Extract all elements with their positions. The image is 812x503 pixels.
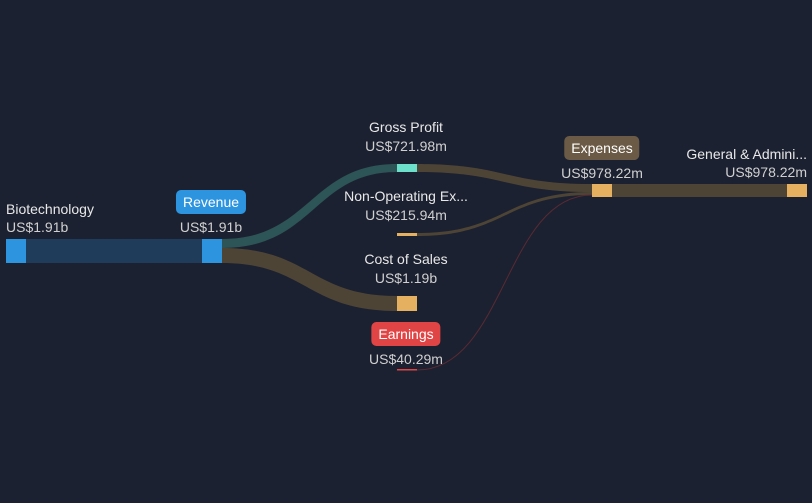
gross-profit-value: US$721.98m bbox=[365, 138, 447, 154]
node-biotechnology[interactable] bbox=[6, 239, 26, 263]
earnings-badge: Earnings bbox=[371, 322, 441, 346]
link-non-operating-expenses bbox=[417, 192, 592, 236]
node-revenue[interactable] bbox=[202, 239, 222, 263]
link-expenses-general-admin bbox=[612, 184, 787, 197]
node-gross-profit[interactable] bbox=[397, 164, 417, 172]
node-non-operating[interactable] bbox=[397, 233, 417, 236]
expenses-value: US$978.22m bbox=[561, 165, 643, 181]
biotechnology-value: US$1.91b bbox=[6, 219, 69, 235]
node-earnings[interactable] bbox=[397, 369, 417, 371]
cost-of-sales-label: Cost of Sales bbox=[364, 251, 448, 267]
revenue-badge: Revenue bbox=[175, 190, 247, 214]
node-expenses[interactable] bbox=[592, 184, 612, 197]
non-operating-value: US$215.94m bbox=[365, 207, 447, 223]
gross-profit-label: Gross Profit bbox=[369, 119, 443, 135]
non-operating-label: Non-Operating Ex... bbox=[344, 188, 468, 204]
node-general-admin[interactable] bbox=[787, 184, 807, 197]
general-admin-label: General & Admini... bbox=[686, 146, 807, 162]
biotechnology-label: Biotechnology bbox=[6, 201, 94, 217]
link-revenue-cost-of-sales bbox=[222, 248, 397, 311]
link-biotech-revenue bbox=[26, 239, 202, 263]
link-revenue-gross-profit bbox=[222, 164, 397, 248]
general-admin-value: US$978.22m bbox=[725, 164, 807, 180]
expenses-badge: Expenses bbox=[564, 136, 640, 160]
node-cost-of-sales[interactable] bbox=[397, 296, 417, 311]
earnings-value: US$40.29m bbox=[369, 351, 443, 367]
revenue-value: US$1.91b bbox=[179, 219, 243, 235]
link-earnings-expenses bbox=[416, 194, 593, 371]
cost-of-sales-value: US$1.19b bbox=[374, 270, 438, 286]
link-gross-profit-expenses bbox=[417, 164, 592, 192]
